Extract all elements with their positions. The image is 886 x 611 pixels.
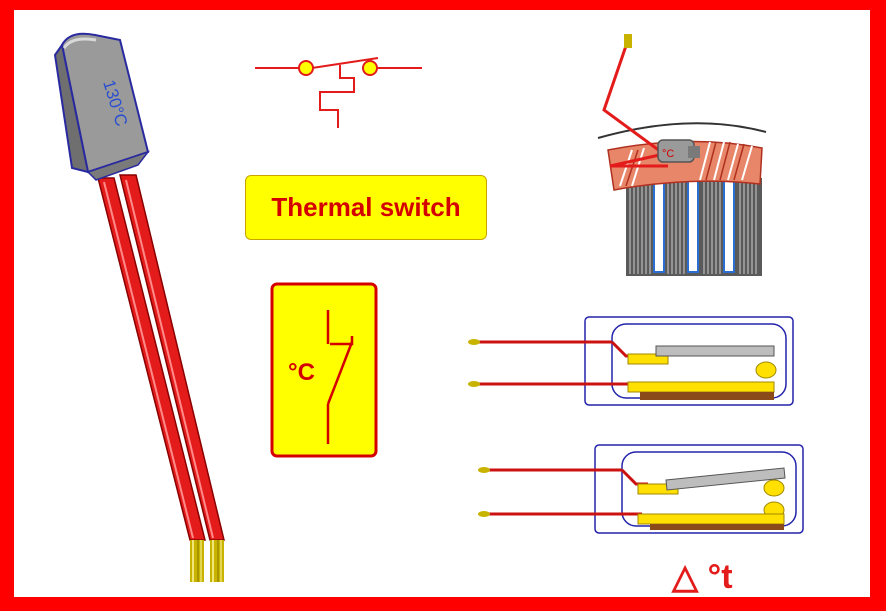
bimetal-switch-symbol (255, 57, 422, 128)
symbol-unit-label: °C (288, 359, 315, 386)
stator-slots (626, 175, 762, 276)
title-label: Thermal switch (245, 175, 487, 240)
sensor-lead-wires (97, 174, 225, 582)
delta-temperature-label: △ °t (671, 558, 733, 596)
motor-winding-illustration: °C (597, 34, 767, 276)
switch-contact-right (362, 60, 378, 76)
thermal-switch-symbol-card: °C (270, 282, 378, 458)
title-text: Thermal switch (271, 192, 461, 222)
sensor-body: 130°C (53, 32, 151, 181)
thermal-sensor-illustration: 130°C (53, 32, 225, 582)
open-contact-cross-section (478, 444, 804, 534)
stator-arc (597, 122, 767, 139)
motor-sensor-label: °C (662, 148, 674, 160)
closed-contact-cross-section (468, 316, 794, 406)
sensor-wire-tips (190, 540, 224, 582)
switch-contact-left (298, 60, 314, 76)
motor-embedded-sensor: °C (657, 139, 700, 163)
